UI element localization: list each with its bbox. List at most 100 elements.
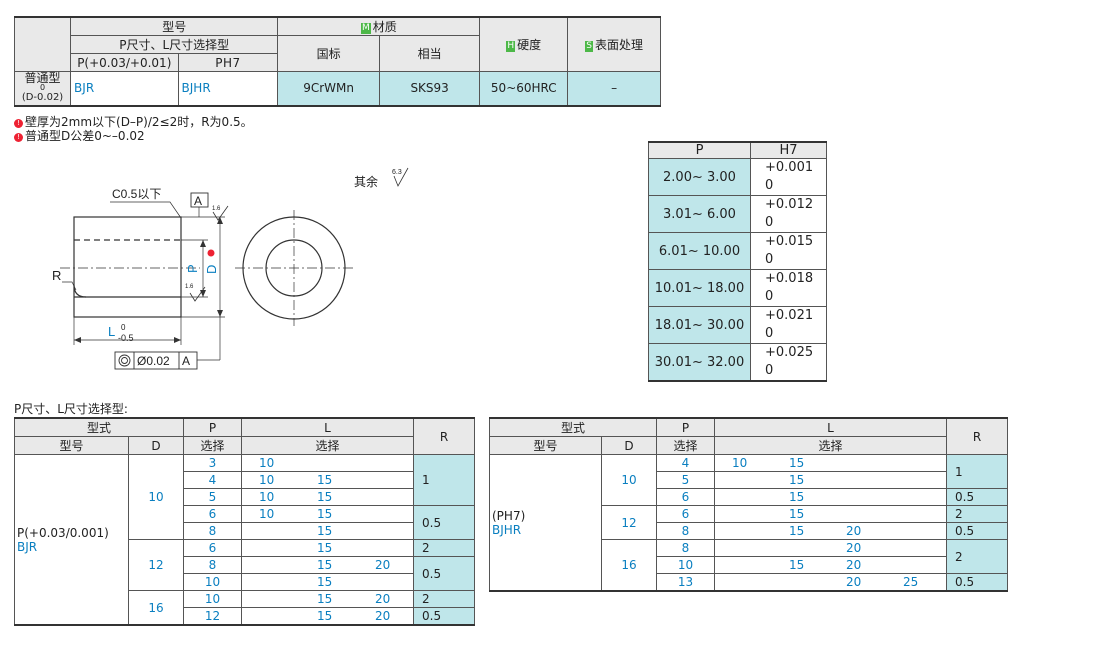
d-value: 16 [128, 590, 184, 626]
model-cell: (PH7)BJHR [489, 454, 602, 592]
notes: !壁厚为2mm以下(D–P)/2≤2时，R为0.5。 !普通型D公差0~–0.0… [14, 115, 253, 143]
p-value: 6 [183, 505, 242, 523]
l-value: 15 [789, 524, 805, 538]
technical-drawing: C0.5以下 A R 其余 6.3 1.6 1.6 P D L 0 -0.5 Ø… [52, 167, 409, 370]
r-label: R [52, 268, 61, 283]
r-value: 2 [413, 590, 475, 608]
l-label: L [108, 324, 115, 339]
r-value: 0.5 [946, 522, 1008, 540]
l-value: 15 [317, 473, 333, 487]
l-values: 10 15 [241, 505, 414, 523]
l-values: 20 [714, 539, 947, 557]
l-values: 15 [241, 522, 414, 540]
r-value: 0.5 [413, 607, 475, 626]
p-value: 4 [656, 454, 715, 472]
p-value: 10 [656, 556, 715, 574]
l-value: 15 [789, 473, 805, 487]
model-cell: P(+0.03/0.001)BJR [14, 454, 129, 626]
model-code: BJR [17, 539, 38, 554]
equiv-header: 相当 [378, 35, 481, 72]
l-value: 15 [317, 541, 333, 555]
selection-title: P尺寸、L尺寸选择型: [14, 402, 128, 416]
warning-icon [207, 249, 215, 257]
p-value: 10 [183, 573, 242, 591]
r-value: 2 [946, 505, 1008, 523]
model-code: BJHR [492, 522, 522, 537]
r-value: 0.5 [413, 556, 475, 591]
l-value: 20 [846, 524, 862, 538]
l-values: 15 [714, 505, 947, 523]
roughness-2: 1.6 [185, 284, 194, 290]
equiv-value: SKS93 [378, 71, 481, 106]
l-tol-bottom: -0.5 [118, 333, 134, 343]
l-value: 10 [259, 507, 275, 521]
note-2: !普通型D公差0~–0.02 [14, 129, 253, 143]
p-tol-header: P(+0.03/+0.01) [70, 53, 179, 72]
d-value: 12 [601, 505, 657, 540]
l-value: 15 [317, 507, 333, 521]
p-value: 5 [656, 471, 715, 489]
l-values: 10 [241, 454, 414, 472]
finish-value: 6.3 [392, 169, 402, 176]
r-value: 2 [413, 539, 475, 557]
warning-icon: ! [14, 119, 23, 128]
r-value: 1 [413, 454, 475, 506]
l-value: 15 [317, 558, 333, 572]
p-value: 6 [656, 505, 715, 523]
datum-label: A [194, 194, 202, 208]
p-value: 8 [183, 556, 242, 574]
l-value: 15 [789, 490, 805, 504]
l-values: 15 [714, 471, 947, 489]
model-label: (PH7) [492, 508, 526, 523]
note-1: !壁厚为2mm以下(D–P)/2≤2时，R为0.5。 [14, 115, 253, 129]
p-label: P [185, 264, 200, 273]
l-value: 20 [375, 558, 391, 572]
p-value: 8 [656, 522, 715, 540]
row-type: 普通型 0 (D-0.02) [13, 71, 72, 106]
material-tag-icon: M [361, 23, 371, 34]
p-value: 3 [183, 454, 242, 472]
p-value: 8 [656, 539, 715, 557]
d-value: 12 [128, 539, 184, 591]
p-value: 8 [183, 522, 242, 540]
l-values: 15 [241, 539, 414, 557]
l-value: 25 [903, 575, 919, 589]
warning-icon: ! [14, 133, 23, 142]
l-value: 10 [259, 490, 275, 504]
d-value: 10 [128, 454, 184, 540]
model-label: P(+0.03/0.001) [17, 525, 109, 540]
l-values: 15 [241, 573, 414, 591]
gb-value: 9CrWMn [277, 71, 380, 106]
p-value: 6 [656, 488, 715, 506]
l-value: 15 [317, 575, 333, 589]
d-label: D [204, 265, 219, 274]
ph7-header: PH7 [177, 53, 279, 72]
p-value: 12 [183, 607, 242, 626]
side-view-body [73, 216, 182, 318]
frame-tolerance: Ø0.02 [137, 354, 170, 368]
